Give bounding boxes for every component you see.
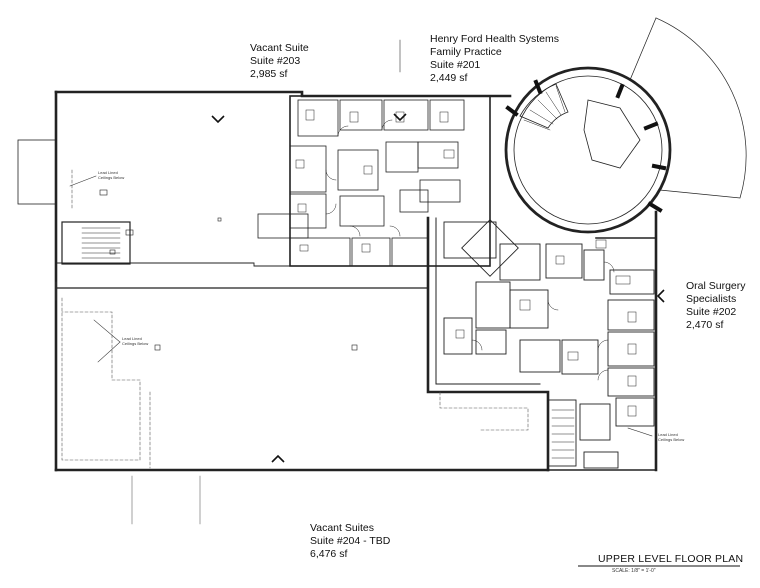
suite-201-name: Henry Ford Health Systems <box>430 33 559 45</box>
suite-204-area: 6,476 sf <box>310 548 348 560</box>
plan-scale: SCALE: 1/8" = 1'-0" <box>612 568 656 574</box>
curved-canopy <box>655 17 747 199</box>
suite-202-label: Oral Surgery Specialists Suite #202 2,47… <box>686 280 746 332</box>
suite-201-rooms <box>257 99 465 267</box>
stair-core-west <box>61 221 131 265</box>
spiral-stair <box>519 83 569 129</box>
suite-203-name: Vacant Suite <box>250 42 309 54</box>
suite-201-area: 2,449 sf <box>430 72 468 84</box>
suite-203-label: Vacant Suite Suite #203 2,985 sf <box>250 42 309 81</box>
suite-204-label: Vacant Suites Suite #204 - TBD 6,476 sf <box>310 522 390 561</box>
lead-lined-note-east-line2: Ceilings Below <box>658 437 685 442</box>
suite-203-number: Suite #203 <box>250 55 301 67</box>
circular-tower-wall <box>504 66 672 234</box>
suite-201-number: Suite #201 <box>430 59 481 71</box>
lead-lined-note-east: Lead Lined Ceilings Below <box>658 432 684 442</box>
suite-201-name2: Family Practice <box>430 46 502 58</box>
suite-202-rooms <box>443 219 655 469</box>
suite-202-name: Oral Surgery <box>686 280 746 292</box>
suite-202-number: Suite #202 <box>686 306 737 318</box>
west-stair-bump <box>17 139 57 205</box>
suite-202-area: 2,470 sf <box>686 319 724 331</box>
suite-204-name: Vacant Suites <box>310 522 375 534</box>
leader-lines <box>69 39 653 437</box>
lead-lined-note-north: Lead Lined Ceilings Below <box>98 170 124 180</box>
plan-title: UPPER LEVEL FLOOR PLAN <box>598 553 744 565</box>
suite-204-number: Suite #204 - TBD <box>310 535 391 547</box>
suite-201-label: Henry Ford Health Systems Family Practic… <box>430 33 559 85</box>
lead-lined-zones <box>61 169 529 469</box>
lead-lined-note-east-line1: Lead Lined <box>658 432 678 437</box>
lead-lined-note-north-line2: Ceilings Below <box>98 175 125 180</box>
lead-lined-note-west-line1: Lead Lined <box>122 336 142 341</box>
lead-lined-note-north-line1: Lead Lined <box>98 170 118 175</box>
lead-lined-note-west-line2: Ceilings Below <box>122 341 149 346</box>
suite-202-partition <box>426 216 550 472</box>
suite-203-area: 2,985 sf <box>250 68 288 80</box>
lead-lined-note-west: Lead Lined Ceilings Below <box>122 336 148 346</box>
suite-202-name2: Specialists <box>686 293 737 305</box>
suite-arrows <box>211 113 665 463</box>
